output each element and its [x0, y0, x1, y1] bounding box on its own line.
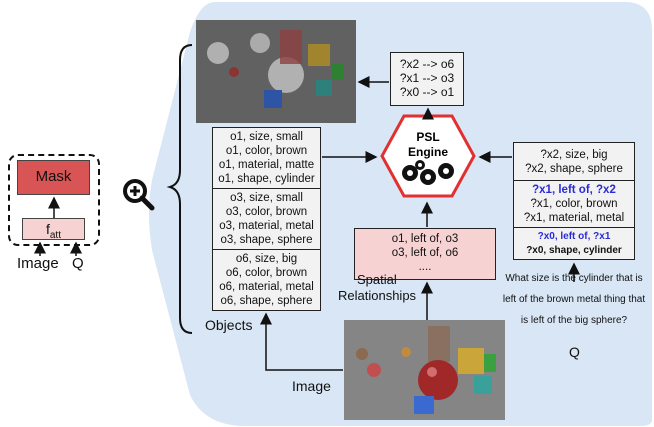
spatial-box: o1, left of, o3 o3, left of, o6 ....	[354, 228, 496, 280]
result-line: ?x2 --> o6	[399, 57, 455, 71]
bottom-scene-image	[344, 320, 505, 420]
result-box: ?x2 --> o6 ?x1 --> o3 ?x0 --> o1	[390, 52, 464, 106]
object-fact: o1, shape, cylinder	[218, 173, 315, 185]
gear-icon	[402, 160, 454, 185]
question-line: What size is the cylinder that is	[505, 273, 643, 284]
object-fact: o1, size, small	[230, 131, 303, 143]
result-line: ?x1 --> o3	[399, 71, 455, 85]
spatial-fact: ....	[418, 261, 432, 273]
fatt-box: fatt	[22, 218, 85, 241]
query-group: ?x2, size, big ?x2, shape, sphere	[514, 143, 634, 181]
query-fact: ?x1, left of, ?x2	[532, 184, 616, 196]
query-fact: ?x1, material, metal	[523, 212, 625, 224]
image-label: Image	[292, 378, 331, 394]
object-fact: o6, color, brown	[225, 267, 308, 279]
spatial-label-2: Relationships	[338, 288, 417, 303]
object-fact: o1, material, matte	[218, 159, 315, 171]
mask-label: Mask	[35, 168, 72, 185]
left-image-label: Image	[17, 255, 59, 272]
object-fact: o6, size, big	[235, 253, 298, 265]
result-line: ?x0 --> o1	[399, 85, 455, 99]
query-fact: ?x1, color, brown	[530, 198, 618, 210]
question-text: What size is the cylinder that is left o…	[494, 268, 654, 331]
question-q-label: Q	[569, 344, 580, 360]
engine-label-2: Engine	[407, 145, 448, 159]
object-group: o1, size, small o1, color, brown o1, mat…	[213, 128, 320, 189]
top-scene-image	[196, 20, 356, 123]
query-fact: ?x0, shape, cylinder	[526, 245, 622, 256]
query-fact: ?x2, size, big	[540, 149, 608, 161]
query-fact: ?x0, left of, ?x1	[537, 231, 611, 242]
fatt-subscript: att	[49, 229, 61, 241]
engine-label-1: PSL	[416, 130, 440, 144]
object-fact: o3, shape, sphere	[220, 234, 313, 246]
fatt-label: f	[45, 221, 50, 237]
object-group: o6, size, big o6, color, brown o6, mater…	[213, 250, 320, 310]
left-q-label: Q	[72, 255, 84, 272]
object-fact: o3, material, metal	[219, 220, 314, 232]
mask-box: Mask	[17, 160, 90, 195]
question-line: left of the brown metal thing that	[502, 294, 646, 305]
question-line: is left of the big sphere?	[520, 315, 628, 326]
spatial-label-1: Spatial	[357, 272, 397, 287]
query-fact: ?x2, shape, sphere	[525, 163, 623, 175]
object-fact: o6, material, metal	[219, 281, 314, 293]
spatial-fact: o3, left of, o6	[391, 247, 459, 259]
query-group: ?x1, left of, ?x2 ?x1, color, brown ?x1,…	[514, 181, 634, 228]
object-group: o3, size, small o3, color, brown o3, mat…	[213, 189, 320, 250]
object-fact: o6, shape, sphere	[220, 295, 313, 307]
query-group: ?x0, left of, ?x1 ?x0, shape, cylinder	[514, 228, 634, 260]
objects-table: o1, size, small o1, color, brown o1, mat…	[212, 127, 321, 311]
zoom-in-icon	[123, 179, 155, 211]
objects-label: Objects	[205, 317, 253, 333]
object-fact: o1, color, brown	[225, 145, 308, 157]
psl-engine	[380, 114, 476, 198]
query-table: ?x2, size, big ?x2, shape, sphere ?x1, l…	[513, 142, 635, 260]
attention-module	[8, 154, 100, 246]
object-fact: o3, color, brown	[225, 206, 308, 218]
spatial-fact: o1, left of, o3	[391, 233, 459, 245]
object-fact: o3, size, small	[230, 192, 303, 204]
